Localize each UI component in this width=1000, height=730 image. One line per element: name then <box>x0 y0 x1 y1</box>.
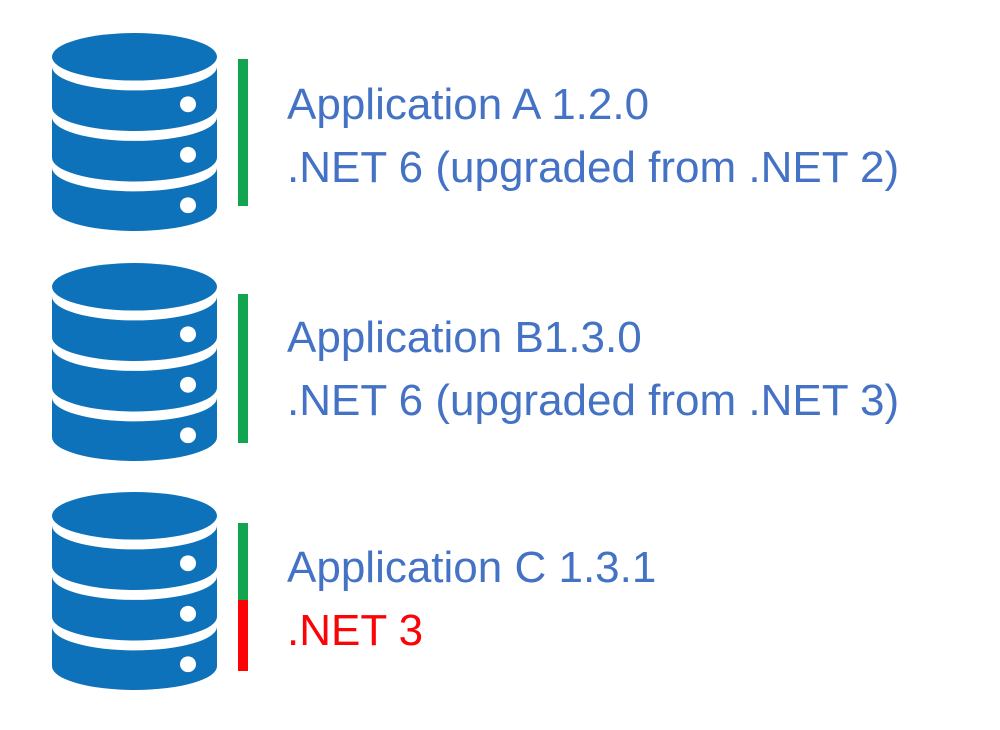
framework-label: .NET 3 <box>287 606 424 655</box>
app-label-block: Application C 1.3.1 .NET 3 <box>287 536 656 662</box>
app-row-application-b: Application B1.3.0 .NET 6 (upgraded from… <box>52 263 982 473</box>
app-label-block: Application B1.3.0 .NET 6 (upgraded from… <box>287 306 899 432</box>
app-title: Application B1.3.0 <box>287 313 642 362</box>
status-bar <box>238 294 248 443</box>
app-title: Application A 1.2.0 <box>287 80 650 129</box>
status-bar <box>238 59 248 206</box>
database-icon <box>52 263 217 461</box>
app-row-application-a: Application A 1.2.0 .NET 6 (upgraded fro… <box>52 33 982 243</box>
status-bar-green-segment <box>238 294 248 443</box>
app-title: Application C 1.3.1 <box>287 543 657 592</box>
app-label-block: Application A 1.2.0 .NET 6 (upgraded fro… <box>287 73 899 199</box>
status-bar-green-segment <box>238 59 248 206</box>
framework-label: .NET 6 (upgraded from .NET 3) <box>287 376 900 425</box>
status-bar-green-segment <box>238 523 248 600</box>
status-bar <box>238 523 248 671</box>
app-row-application-c: Application C 1.3.1 .NET 3 <box>52 492 982 702</box>
framework-label: .NET 6 (upgraded from .NET 2) <box>287 143 900 192</box>
status-bar-red-segment <box>238 600 248 671</box>
database-icon <box>52 33 217 231</box>
database-icon <box>52 492 217 690</box>
